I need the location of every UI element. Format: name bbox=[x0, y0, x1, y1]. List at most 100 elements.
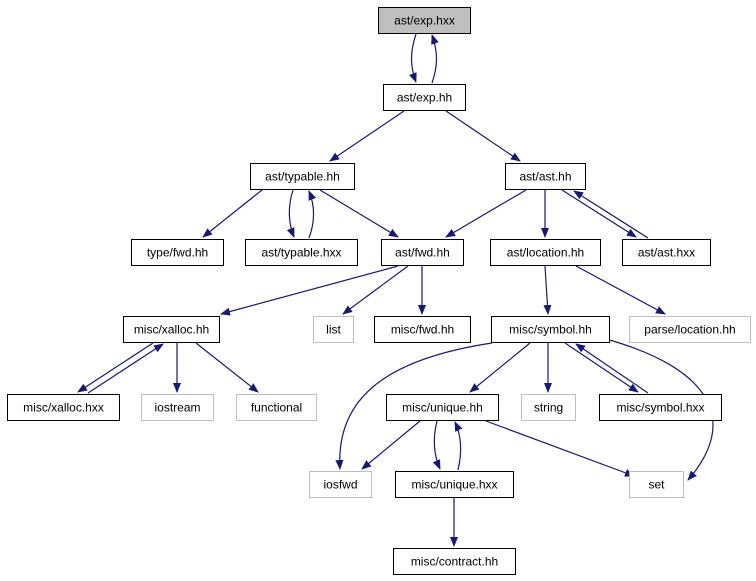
node-box bbox=[123, 316, 220, 343]
node-box bbox=[313, 316, 354, 343]
edge-misc-symbol-hxx-to-misc-symbol-hh bbox=[575, 343, 649, 394]
node-ast-fwd-hh[interactable]: ast/fwd.hh bbox=[381, 239, 464, 266]
node-label: misc/symbol.hh bbox=[509, 323, 592, 337]
node-box bbox=[629, 316, 751, 343]
node-ast-typable-hxx[interactable]: ast/typable.hxx bbox=[245, 239, 358, 266]
node-label: misc/fwd.hh bbox=[391, 323, 454, 337]
node-box bbox=[521, 394, 576, 421]
edge-ast-typable-hh-to-ast-fwd-hh bbox=[319, 189, 399, 238]
edge-ast-ast-hh-to-ast-fwd-hh bbox=[445, 189, 527, 238]
node-list: list bbox=[313, 316, 354, 343]
node-label: ast/fwd.hh bbox=[395, 246, 450, 260]
node-misc-contract-hh[interactable]: misc/contract.hh bbox=[393, 548, 516, 575]
node-misc-unique-hh[interactable]: misc/unique.hh bbox=[386, 394, 499, 421]
edge-misc-unique-hxx-to-misc-unique-hh bbox=[454, 421, 463, 471]
node-functional: functional bbox=[236, 394, 317, 421]
node-box bbox=[236, 394, 317, 421]
node-label: iostream bbox=[154, 401, 200, 415]
edge-ast-fwd-hh-to-list bbox=[342, 265, 409, 315]
node-label: functional bbox=[251, 401, 302, 415]
edge-ast-fwd-hh-to-misc-xalloc-hh bbox=[220, 265, 399, 316]
node-iosfwd: iosfwd bbox=[309, 471, 372, 498]
edges-layer bbox=[77, 33, 714, 547]
node-box bbox=[141, 394, 214, 421]
edge-misc-unique-hh-to-set bbox=[485, 420, 635, 477]
node-label: ast/location.hh bbox=[507, 246, 584, 260]
node-misc-symbol-hh[interactable]: misc/symbol.hh bbox=[491, 316, 610, 343]
node-box bbox=[395, 471, 514, 498]
edge-misc-xalloc-hh-to-misc-xalloc-hxx bbox=[77, 342, 154, 393]
node-label: misc/xalloc.hh bbox=[134, 323, 209, 337]
node-label: ast/typable.hxx bbox=[261, 246, 341, 260]
node-box bbox=[378, 7, 471, 34]
edge-ast-exp-hxx-to-ast-exp-hh bbox=[409, 33, 417, 83]
node-box bbox=[381, 239, 464, 266]
edge-ast-location-hh-to-parse-location-hh bbox=[575, 265, 666, 315]
node-label: type/fwd.hh bbox=[147, 246, 208, 260]
node-label: ast/ast.hh bbox=[519, 170, 571, 184]
edge-misc-unique-hh-to-misc-unique-hxx bbox=[432, 420, 441, 470]
edge-ast-typable-hh-to-ast-typable-hxx bbox=[286, 189, 295, 238]
node-box bbox=[309, 471, 372, 498]
node-label: list bbox=[326, 323, 341, 337]
node-box bbox=[7, 394, 120, 421]
edge-ast-exp-hh-to-ast-ast-hh bbox=[445, 110, 521, 162]
node-ast-ast-hh[interactable]: ast/ast.hh bbox=[505, 163, 586, 190]
node-label: misc/symbol.hxx bbox=[616, 401, 704, 415]
edge-misc-symbol-hh-to-misc-unique-hh bbox=[469, 342, 531, 393]
node-label: parse/location.hh bbox=[644, 323, 735, 337]
node-type-fwd-hh[interactable]: type/fwd.hh bbox=[131, 239, 224, 266]
node-label: ast/exp.hh bbox=[397, 91, 452, 105]
node-misc-unique-hxx[interactable]: misc/unique.hxx bbox=[395, 471, 514, 498]
edge-ast-typable-hxx-to-ast-typable-hh bbox=[308, 190, 317, 239]
node-ast-typable-hh[interactable]: ast/typable.hh bbox=[250, 163, 355, 190]
node-label: misc/contract.hh bbox=[411, 555, 498, 569]
node-string: string bbox=[521, 394, 576, 421]
node-misc-fwd-hh[interactable]: misc/fwd.hh bbox=[374, 316, 471, 343]
node-label: ast/exp.hxx bbox=[394, 14, 455, 28]
node-misc-xalloc-hxx[interactable]: misc/xalloc.hxx bbox=[7, 394, 120, 421]
node-box bbox=[250, 163, 355, 190]
node-label: misc/xalloc.hxx bbox=[23, 401, 104, 415]
node-box bbox=[245, 239, 358, 266]
node-box bbox=[383, 84, 466, 111]
node-label: set bbox=[648, 478, 665, 492]
edge-ast-location-hh-to-misc-symbol-hh bbox=[543, 265, 552, 315]
node-label: string bbox=[534, 401, 563, 415]
node-box bbox=[622, 239, 711, 266]
node-label: misc/unique.hh bbox=[402, 401, 483, 415]
node-misc-xalloc-hh[interactable]: misc/xalloc.hh bbox=[123, 316, 220, 343]
node-parse-location-hh: parse/location.hh bbox=[629, 316, 751, 343]
edge-ast-exp-hh-to-ast-exp-hxx bbox=[431, 34, 439, 84]
node-ast-location-hh[interactable]: ast/location.hh bbox=[490, 239, 601, 266]
node-label: iosfwd bbox=[323, 478, 357, 492]
node-box bbox=[490, 239, 601, 266]
node-box bbox=[491, 316, 610, 343]
node-box bbox=[629, 471, 684, 498]
node-iostream: iostream bbox=[141, 394, 214, 421]
edge-misc-symbol-hh-to-misc-symbol-hxx bbox=[564, 342, 639, 393]
node-box bbox=[131, 239, 224, 266]
node-ast-exp-hh[interactable]: ast/exp.hh bbox=[383, 84, 466, 111]
node-label: ast/ast.hxx bbox=[638, 246, 695, 260]
edge-misc-xalloc-hxx-to-misc-xalloc-hh bbox=[87, 343, 164, 394]
edge-ast-exp-hh-to-ast-typable-hh bbox=[329, 110, 405, 162]
node-label: misc/unique.hxx bbox=[411, 478, 497, 492]
node-set: set bbox=[629, 471, 684, 498]
node-misc-symbol-hxx[interactable]: misc/symbol.hxx bbox=[599, 394, 722, 421]
node-ast-exp-hxx[interactable]: ast/exp.hxx bbox=[378, 7, 471, 34]
node-ast-ast-hxx[interactable]: ast/ast.hxx bbox=[622, 239, 711, 266]
node-box bbox=[386, 394, 499, 421]
node-box bbox=[374, 316, 471, 343]
node-box bbox=[505, 163, 586, 190]
node-box bbox=[599, 394, 722, 421]
edge-ast-typable-hh-to-type-fwd-hh bbox=[202, 189, 263, 238]
edge-misc-unique-hh-to-iosfwd bbox=[361, 420, 421, 470]
node-box bbox=[393, 548, 516, 575]
edge-ast-ast-hxx-to-ast-ast-hh bbox=[573, 190, 649, 239]
nodes-layer: ast/exp.hxx ast/exp.hh ast/typable.hh ast/a… bbox=[7, 7, 751, 575]
edge-misc-xalloc-hh-to-functional bbox=[195, 342, 259, 393]
node-label: ast/typable.hh bbox=[265, 170, 340, 184]
edge-ast-ast-hh-to-ast-ast-hxx bbox=[561, 189, 637, 238]
